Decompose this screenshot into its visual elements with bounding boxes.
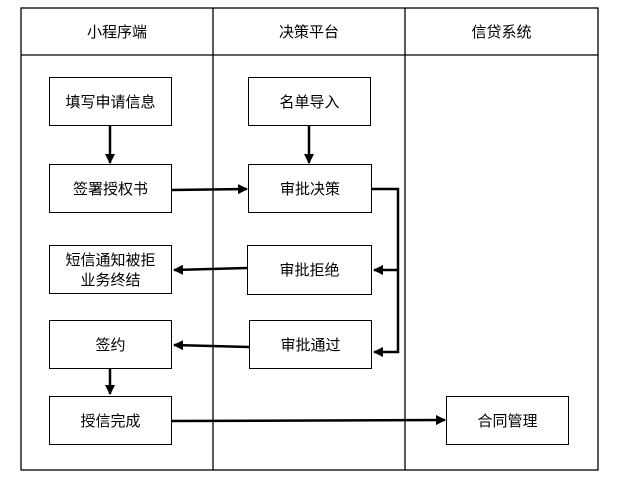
node-list-import-label: 名单导入 [279, 92, 340, 111]
node-fill-application-label: 填写申请信息 [65, 92, 156, 111]
node-approval-passed: 审批通过 [249, 320, 372, 369]
node-sign-contract: 签约 [49, 320, 172, 369]
node-approval-decision-label: 审批决策 [279, 179, 340, 198]
arrow-rejected-to-sms [173, 264, 248, 275]
node-sms-rejection-label: 短信通知被拒 业务终结 [65, 250, 156, 289]
node-sign-contract-label: 签约 [95, 335, 126, 354]
diagram-border [20, 7, 599, 471]
node-credit-complete: 授信完成 [49, 396, 172, 445]
node-credit-complete-label: 授信完成 [80, 411, 141, 430]
arrow-passed-to-sign [173, 340, 250, 351]
lane-header-credit-system: 信贷系统 [471, 22, 532, 41]
node-approval-decision: 审批决策 [248, 164, 372, 213]
node-sign-authorization: 签署授权书 [49, 164, 172, 213]
arrow-sign-to-decision [171, 184, 248, 195]
node-list-import: 名单导入 [248, 77, 371, 126]
node-contract-management: 合同管理 [446, 396, 569, 445]
node-contract-management-label: 合同管理 [477, 411, 538, 430]
node-sms-rejection: 短信通知被拒 业务终结 [49, 245, 172, 294]
lane-header-mini-program: 小程序端 [86, 22, 147, 41]
node-approval-rejected-label: 审批拒绝 [279, 261, 340, 279]
node-approval-rejected: 审批拒绝 [247, 245, 372, 295]
node-approval-passed-label: 审批通过 [280, 335, 341, 354]
node-sign-authorization-label: 签署授权书 [72, 179, 148, 198]
lane-header-decision-platform: 决策平台 [278, 22, 339, 41]
arrow-credit-to-contract [171, 415, 446, 426]
node-fill-application: 填写申请信息 [49, 77, 172, 126]
